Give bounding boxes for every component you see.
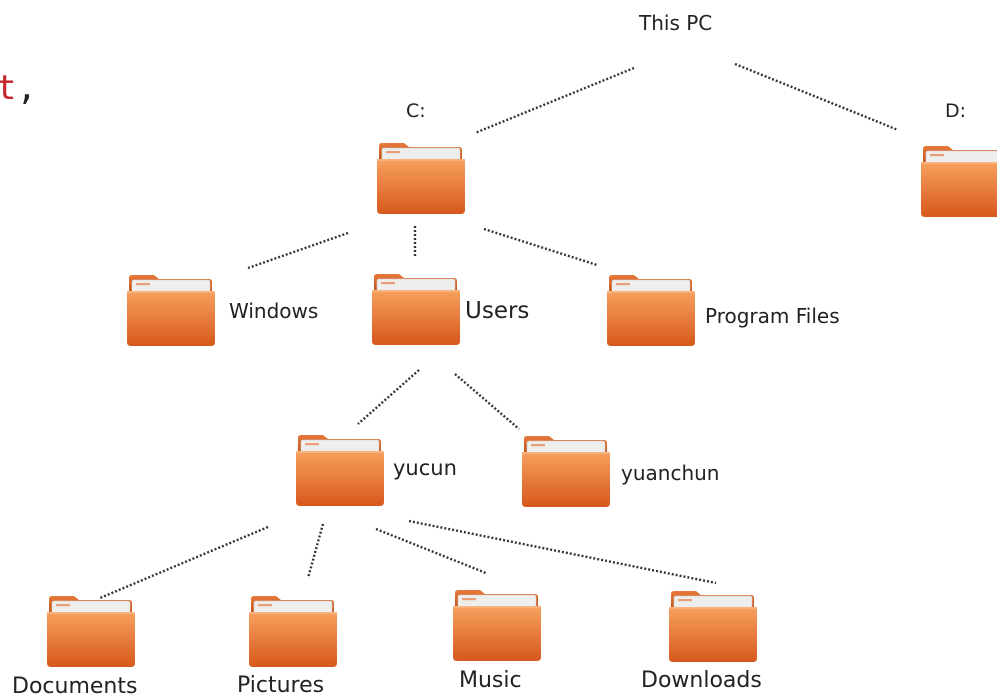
folder-icon[interactable]: [606, 272, 696, 348]
folder-icon[interactable]: [295, 432, 385, 508]
node-label-yuanchun: yuanchun: [621, 461, 720, 485]
node-label-drive-c: C:: [406, 100, 426, 122]
edge-c-programfiles: [483, 227, 598, 267]
node-label-pictures: Pictures: [237, 673, 325, 698]
node-label-yucun: yucun: [393, 456, 457, 480]
node-label-windows: Windows: [229, 299, 319, 323]
folder-icon[interactable]: [46, 593, 136, 669]
edge-users-yucun: [357, 369, 420, 425]
folder-icon[interactable]: [521, 433, 611, 509]
edge-yucun-pictures: [306, 523, 325, 579]
edge-users-yuanchun: [454, 373, 520, 430]
cropped-text-fragment: t,: [0, 68, 37, 108]
edge-yucun-music: [375, 527, 487, 575]
node-label-drive-d: D:: [945, 100, 967, 122]
folder-icon[interactable]: [126, 272, 216, 348]
edge-thispc-d: [734, 62, 899, 132]
edge-yucun-documents: [99, 525, 269, 600]
node-label-documents: Documents: [12, 674, 138, 699]
folder-icon[interactable]: [248, 593, 338, 669]
folder-icon[interactable]: [668, 588, 758, 664]
node-label-downloads: Downloads: [641, 668, 762, 693]
edge-yucun-downloads: [408, 519, 717, 585]
edge-c-windows: [247, 231, 349, 270]
edge-thispc-c: [474, 66, 635, 135]
node-label-users: Users: [465, 298, 530, 324]
folder-icon[interactable]: [376, 140, 466, 216]
folder-icon[interactable]: [920, 143, 997, 219]
node-label-program-files: Program Files: [705, 304, 840, 328]
node-label-this-pc: This PC: [639, 11, 713, 35]
folder-icon[interactable]: [452, 587, 542, 663]
folder-icon[interactable]: [371, 271, 461, 347]
node-label-music: Music: [459, 668, 522, 693]
